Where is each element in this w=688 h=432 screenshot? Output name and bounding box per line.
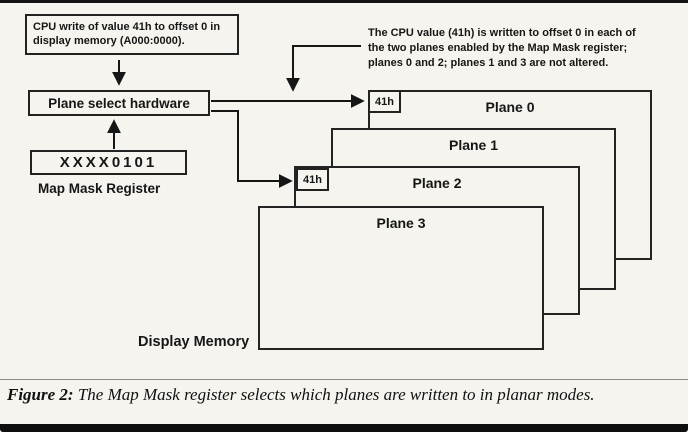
map-mask-register-box: XXXX0101 — [30, 150, 187, 175]
plane-3-rect: Plane 3 — [258, 206, 544, 350]
plane-1-label: Plane 1 — [448, 137, 499, 153]
arrow-right-annotation-down — [286, 45, 361, 92]
map-mask-register-label: Map Mask Register — [38, 181, 161, 196]
figure-caption-number: Figure 2: — [7, 385, 74, 404]
top-border-line — [0, 0, 688, 3]
annotation-cpu-write: CPU write of value 41h to offset 0 in di… — [25, 14, 239, 55]
arrow-plane-select-to-plane2 — [211, 110, 293, 188]
plane-3-label: Plane 3 — [376, 215, 426, 231]
value-tag-plane2: 41h — [296, 168, 329, 191]
annotation-cpu-value: The CPU value (41h) is written to offset… — [368, 27, 636, 69]
plane-2-label: Plane 2 — [412, 175, 462, 191]
figure-caption: Figure 2: The Map Mask register selects … — [7, 385, 662, 405]
display-memory-label: Display Memory — [138, 334, 250, 350]
bottom-scan-bar — [0, 424, 688, 432]
figure-caption-text: The Map Mask register selects which plan… — [77, 385, 595, 404]
caption-divider-line — [0, 379, 688, 380]
plane-0-label: Plane 0 — [485, 99, 535, 115]
plane-select-hardware-box: Plane select hardware — [28, 90, 210, 116]
value-tag-plane0: 41h — [368, 90, 401, 113]
